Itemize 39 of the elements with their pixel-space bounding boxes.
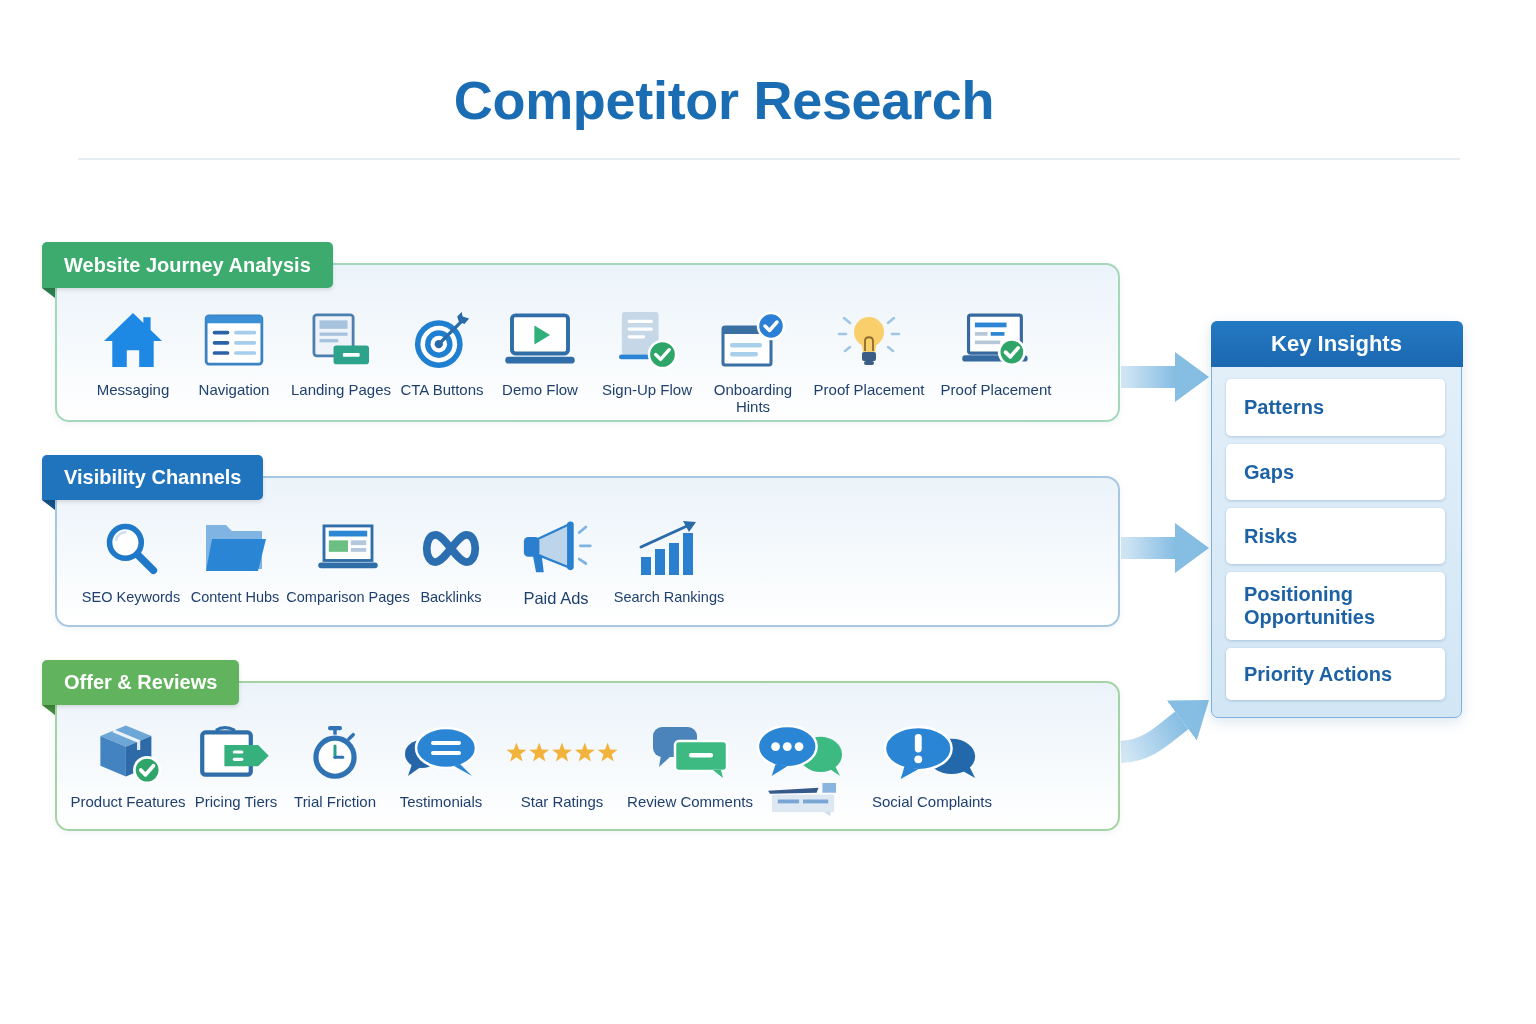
arrow (1121, 352, 1209, 402)
panel-header: Key Insights (1210, 320, 1463, 367)
insight-card: Priority Actions (1226, 648, 1445, 700)
insight-card: Positioning Opportunities (1226, 572, 1445, 640)
item-label: Backlinks (420, 589, 482, 606)
item-label: Navigation (198, 381, 270, 399)
item-label: Testimonials (399, 793, 483, 811)
item-label: Trial Friction (294, 793, 376, 811)
insight-card: Patterns (1226, 379, 1445, 436)
section-heading: Visibility Channels (42, 455, 264, 500)
item-label: Search Rankings (613, 589, 725, 606)
page-title: Competitor Research (453, 69, 995, 132)
item-label: Proof Placement (940, 381, 1052, 399)
section-panel (42, 455, 1120, 627)
item-label: Paid Ads (523, 589, 589, 608)
item-label: Star Ratings (520, 793, 604, 811)
insights-panel (1211, 321, 1462, 718)
item-label: Demo Flow (502, 381, 578, 399)
item-label: Proof Placement (813, 381, 925, 399)
insight-card: Risks (1226, 508, 1445, 564)
arrow (1120, 699, 1209, 763)
section-panel (42, 660, 1120, 831)
item-label: Review Comments (627, 793, 753, 811)
item-label: Onboarding Hints (712, 381, 794, 416)
section-heading: Offer & Reviews (42, 660, 240, 705)
section-panel (42, 242, 1120, 422)
item-label: Comparison Pages (286, 589, 410, 606)
item-label: Content Hubs (190, 589, 280, 606)
arrow (1121, 523, 1209, 573)
item-label: Pricing Tiers (194, 793, 278, 811)
item-label: Sign-Up Flow (602, 381, 692, 399)
item-label: Social Complaints (871, 793, 993, 811)
item-label: Messaging (96, 381, 170, 399)
section-heading: Website Journey Analysis (42, 242, 333, 288)
item-label: Product Features (70, 793, 186, 811)
item-label: CTA Buttons (400, 381, 484, 399)
item-label: Landing Pages (290, 381, 392, 399)
item-label: SEO Keywords (81, 589, 181, 606)
insight-card: Gaps (1226, 444, 1445, 500)
